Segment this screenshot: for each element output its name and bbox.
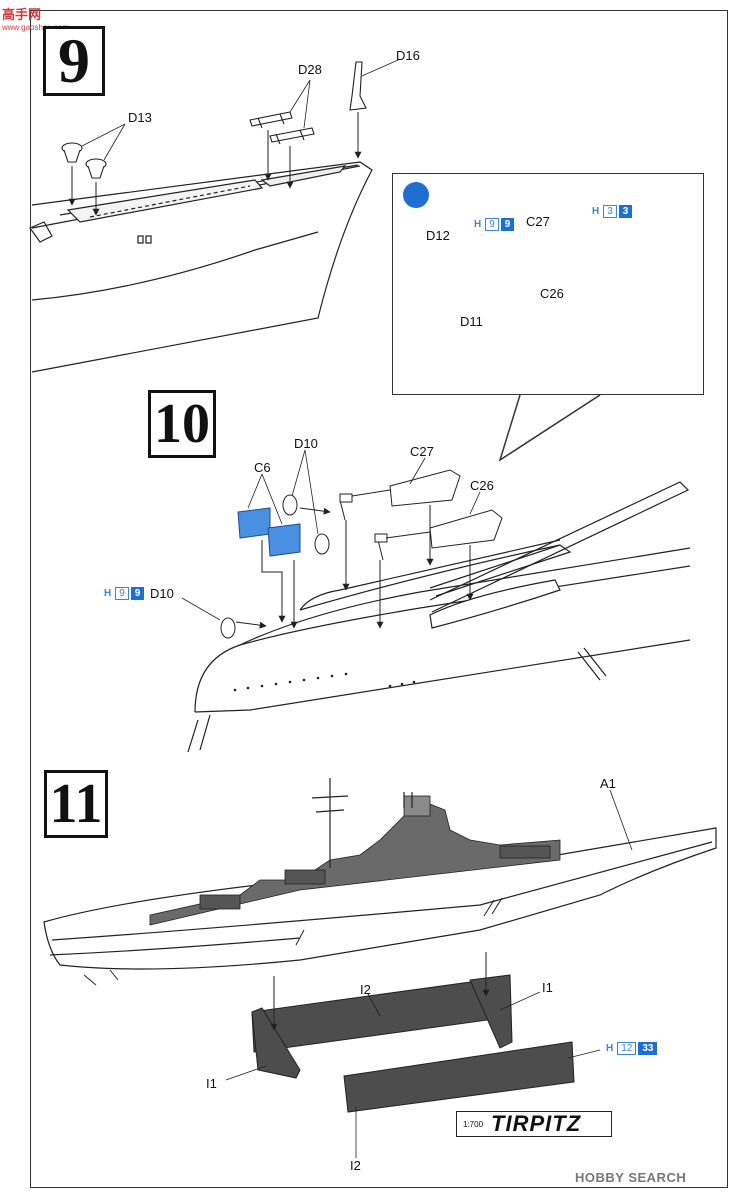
part-label-d16: D16 — [396, 48, 420, 63]
part-label-d12: D12 — [426, 228, 450, 243]
stand-parts — [251, 974, 575, 1113]
step10-shafts — [351, 469, 503, 549]
step10-leaders — [181, 449, 481, 621]
part-label-c26: C26 — [470, 478, 494, 493]
part-label-c26-detail: C26 — [540, 286, 564, 301]
step10-arrows — [235, 505, 474, 629]
part-label-i1-right: I1 — [542, 980, 553, 995]
step9-hull — [29, 161, 373, 373]
nameplate-scale: 1:700 — [463, 1119, 484, 1129]
part-label-d13: D13 — [128, 110, 152, 125]
part-label-c27-detail: C27 — [526, 214, 550, 229]
page-frame — [30, 10, 728, 1188]
part-label-i2-top: I2 — [360, 982, 371, 997]
part-label-c6: C6 — [254, 460, 271, 475]
battleship-masts — [311, 778, 413, 868]
step10-props — [220, 493, 388, 639]
part-label-d28: D28 — [298, 62, 322, 77]
nameplate-ship-name: TIRPITZ — [491, 1111, 582, 1136]
step11-arrows — [270, 952, 490, 1031]
detail-callout-box — [392, 173, 704, 395]
part-label-a1: A1 — [600, 776, 616, 791]
paint-brush-icon — [403, 182, 429, 208]
part-label-d10-top: D10 — [294, 436, 318, 451]
ship-nameplate: 1:700 TIRPITZ — [456, 1111, 612, 1137]
detail-pointer — [498, 394, 601, 462]
step9-leaders — [81, 59, 399, 161]
step10-hull — [187, 481, 691, 753]
battleship-details — [83, 897, 503, 986]
step10-rudders — [237, 507, 301, 557]
part-label-d10-left: D10 — [150, 586, 174, 601]
part-label-i2-bottom: I2 — [350, 1158, 361, 1173]
part-label-d11: D11 — [460, 314, 483, 329]
site-watermark-logo: 高手网 www.gaoshou.com — [2, 7, 70, 32]
battleship-superstructure — [149, 795, 561, 926]
step9-parts — [61, 61, 367, 179]
hobby-search-watermark: HOBBY SEARCH — [575, 1170, 687, 1185]
step10-portholes — [233, 672, 416, 692]
step-10-number: 10 — [148, 390, 216, 458]
step11-leaders — [225, 789, 633, 1158]
step9-arrows — [68, 112, 362, 216]
part-label-c27: C27 — [410, 444, 434, 459]
step-9-number: 9 — [43, 26, 105, 96]
battleship-hull — [43, 827, 717, 970]
part-label-i1-left: I1 — [206, 1076, 217, 1091]
step-11-number: 11 — [44, 770, 108, 838]
